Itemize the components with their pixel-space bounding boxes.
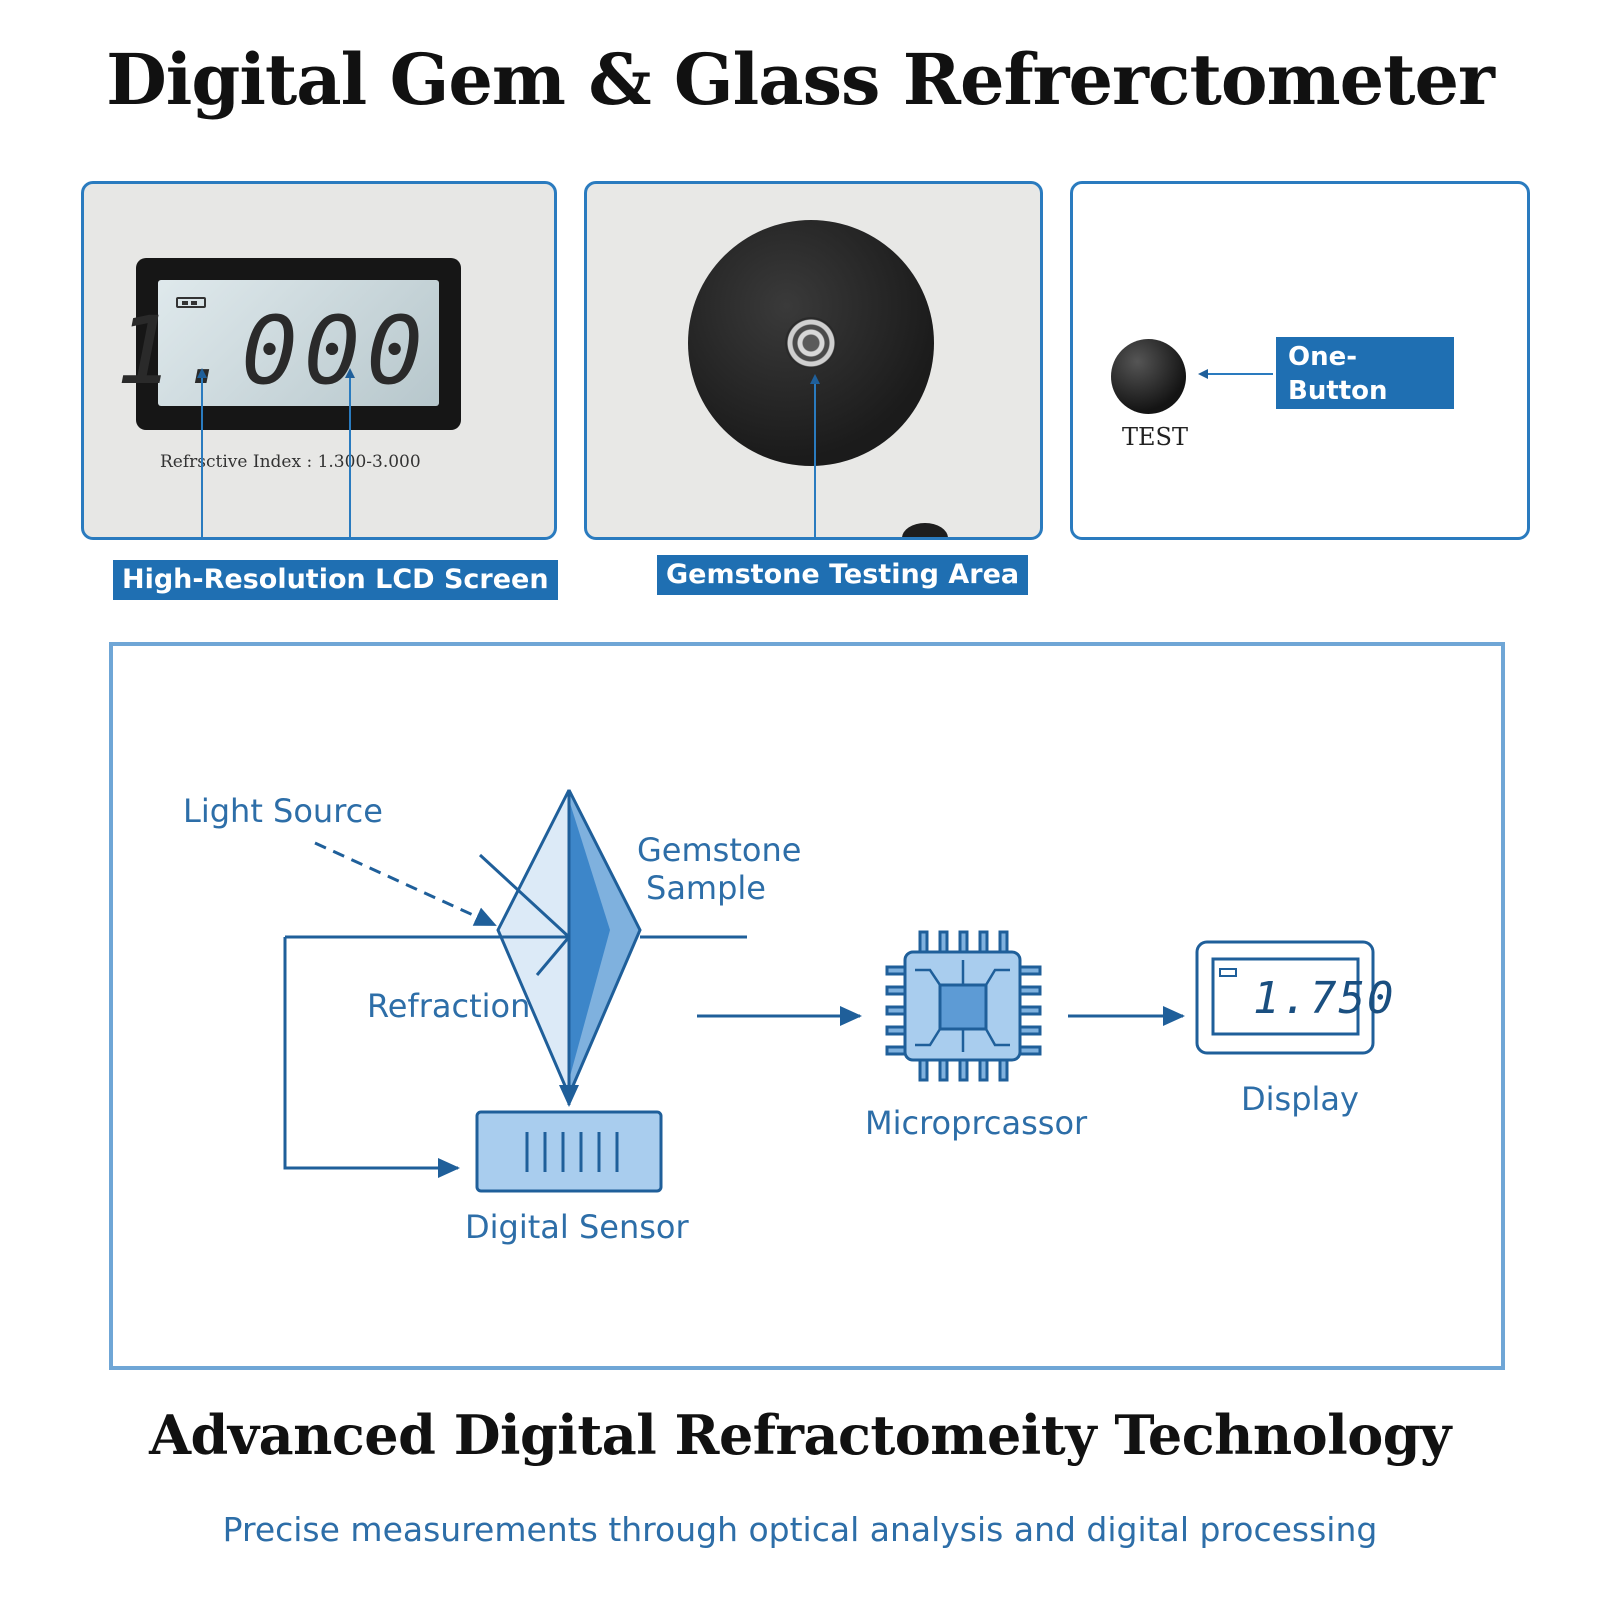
one-button-operation-badge: One-Button Operation (1276, 337, 1454, 440)
testing-area-panel (584, 181, 1043, 540)
battery-icon (176, 297, 206, 308)
digital-sensor-label: Digital Sensor (465, 1208, 689, 1246)
light-source-label: Light Source (183, 792, 383, 830)
gemstone-sample-label: Gemstone Sample (637, 831, 801, 907)
lcd-bezel: 1.000 (116, 258, 461, 430)
sample-window-icon (785, 317, 837, 369)
lcd-panel: 1.000 Refrsctive Index : 1.300-3.000 (81, 181, 557, 540)
display-reading: 1.750 (1253, 973, 1396, 1024)
lcd-reading: 1.000 (116, 297, 429, 406)
page-title: Digital Gem & Glass Refrerctometer (106, 38, 1495, 121)
lcd-screen: 1.000 (116, 280, 439, 406)
gemstone-stage[interactable] (688, 220, 934, 466)
knob-icon (902, 523, 948, 537)
badge-line-1: One-Button (1288, 342, 1388, 406)
test-button[interactable] (1111, 339, 1186, 414)
refraction-label: Refraction (367, 987, 531, 1025)
display-label: Display (1241, 1080, 1359, 1118)
footer-subtitle: Precise measurements through optical ana… (222, 1510, 1378, 1549)
gemstone-label-line-1: Gemstone (637, 831, 802, 869)
gemstone-label-line-2: Sample (646, 869, 766, 907)
lcd-screen-badge: High-Resolution LCD Screen (113, 560, 558, 600)
testing-area-badge: Gemstone Testing Area (657, 555, 1029, 595)
button-panel: TEST One-Button Operation (1070, 181, 1530, 540)
refractive-index-range: Refrsctive Index : 1.300-3.000 (160, 452, 421, 472)
microprocessor-label: Microprcassor (865, 1104, 1088, 1142)
footer-title: Advanced Digital Refractomeity Technolog… (149, 1403, 1451, 1467)
test-button-label: TEST (1122, 423, 1188, 451)
badge-line-2: Operation (1288, 410, 1435, 440)
